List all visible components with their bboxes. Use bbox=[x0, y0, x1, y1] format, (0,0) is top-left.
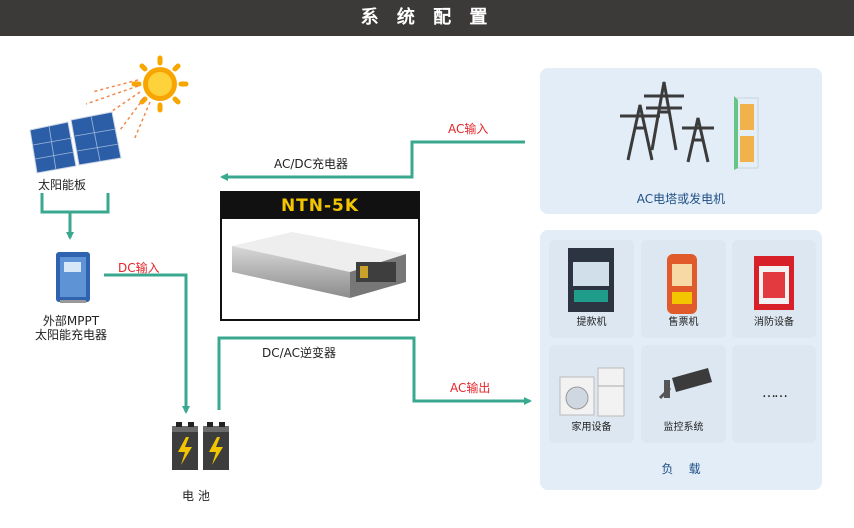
load-title: 负 载 bbox=[661, 462, 701, 476]
product-model: NTN-5K bbox=[222, 193, 418, 219]
ac-input-label: AC输入 bbox=[448, 122, 489, 136]
acdc-charger-label: AC/DC充电器 bbox=[274, 157, 349, 171]
power-tower-icon bbox=[620, 81, 714, 163]
load-label-fire: 消防设备 bbox=[754, 317, 794, 328]
ac-output-label: AC输出 bbox=[450, 381, 491, 395]
load-tile-more: …… bbox=[732, 345, 816, 443]
load-label-cctv: 监控系统 bbox=[663, 422, 704, 433]
home-appliance-icon bbox=[559, 367, 625, 417]
mppt-label-line2: 太阳能充电器 bbox=[34, 328, 107, 342]
mppt-charger-icon bbox=[56, 252, 90, 303]
ac-output-arrow bbox=[217, 336, 532, 410]
load-label-ticket: 售票机 bbox=[668, 317, 699, 328]
ac-input-arrow bbox=[220, 140, 525, 181]
battery-label: 电 池 bbox=[182, 489, 210, 503]
fire-equipment-icon bbox=[754, 256, 794, 310]
sun-icon bbox=[85, 55, 189, 141]
dc-input-arrow bbox=[104, 273, 190, 414]
load-label-more: …… bbox=[762, 385, 788, 401]
mppt-label-line1: 外部MPPT bbox=[42, 314, 100, 328]
solar-panel-icon bbox=[29, 111, 122, 174]
solar-to-mppt-arrow bbox=[40, 193, 110, 238]
load-label-atm: 提款机 bbox=[576, 317, 607, 328]
solar-label: 太阳能板 bbox=[38, 178, 87, 192]
grid-panel bbox=[540, 68, 822, 214]
load-tile-cctv: 监控系统 bbox=[641, 345, 726, 443]
load-label-home: 家用设备 bbox=[571, 422, 612, 433]
grid-label: AC电塔或发电机 bbox=[636, 192, 726, 206]
dc-input-label: DC输入 bbox=[118, 261, 160, 275]
ticket-machine-icon bbox=[667, 254, 697, 314]
psu-device-icon bbox=[232, 232, 406, 298]
cctv-camera-icon bbox=[658, 368, 712, 400]
battery-icon bbox=[172, 422, 229, 470]
page-title: 系 统 配 置 bbox=[0, 0, 854, 36]
generator-icon bbox=[734, 96, 759, 170]
dcac-inverter-label: DC/AC逆变器 bbox=[262, 346, 337, 360]
atm-icon bbox=[568, 248, 614, 312]
